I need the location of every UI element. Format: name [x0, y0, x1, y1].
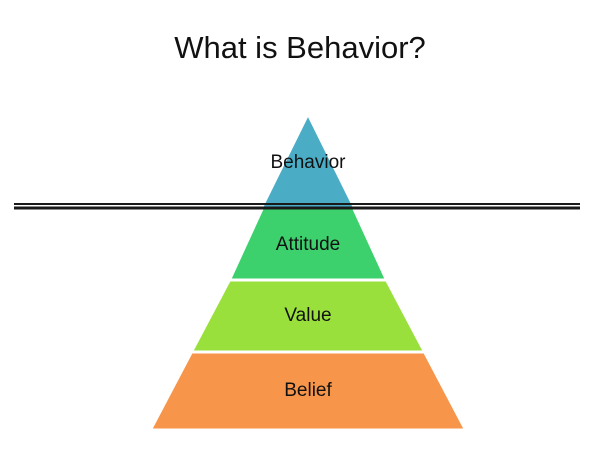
- tier-label-attitude: Attitude: [276, 234, 340, 255]
- tier-label-belief: Belief: [284, 380, 332, 401]
- page-title: What is Behavior?: [174, 30, 426, 65]
- tier-label-value: Value: [284, 305, 331, 326]
- tier-label-behavior: Behavior: [271, 152, 347, 173]
- pyramid-tier-value: [192, 280, 424, 352]
- pyramid-tier-belief: [151, 352, 465, 430]
